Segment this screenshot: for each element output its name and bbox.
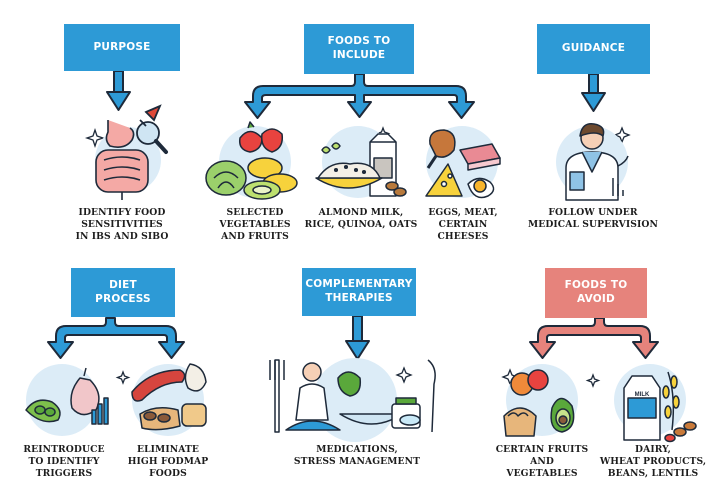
meditation-icon: [269, 358, 436, 442]
foods-to-avoid-header: FOODS TO AVOID: [545, 268, 647, 318]
caption-selected-vegetables: SELECTED VEGETABLES AND FRUITS: [219, 207, 291, 243]
arrow-therapies: [345, 315, 370, 360]
complementary-therapies-header: COMPLEMENTARY THERAPIES: [302, 268, 416, 316]
caption-medications: MEDICATIONS, STRESS MANAGEMENT: [293, 444, 421, 468]
caption-identify-food-sensitivities: IDENTIFY FOOD SENSITIVITIES IN IBS AND S…: [75, 207, 169, 243]
sausage-bread-icon: [131, 363, 207, 436]
doctor-icon: [556, 123, 629, 201]
vegetables-fruits-icon: [205, 121, 298, 200]
caption-eliminate: ELIMINATE HIGH FODMAP FOODS: [127, 444, 209, 480]
milk-wheat-icon: [614, 364, 697, 443]
arrow-foods-avoid: [529, 317, 659, 359]
arrow-diet-process: [47, 317, 185, 359]
fruits-avocado-icon: [503, 364, 578, 437]
milk-carton-label: MILK: [635, 392, 650, 398]
arrow-purpose: [106, 70, 131, 111]
guidance-header: GUIDANCE: [537, 24, 650, 74]
foods-to-include-header: FOODS TO INCLUDE: [304, 24, 414, 74]
magnifier-icon: [136, 104, 168, 154]
caption-dairy-wheat: DAIRY, WHEAT PRODUCTS, BEANS, LENTILS: [599, 444, 707, 480]
arrow-foods-include: [244, 73, 475, 119]
caption-certain-fruits: CERTAIN FRUITS AND VEGETABLES: [495, 444, 589, 480]
diet-process-header: DIET PROCESS: [71, 268, 175, 317]
purpose-header: PURPOSE: [64, 24, 180, 71]
grains-milk-icon: [315, 126, 407, 198]
caption-medical-supervision: FOLLOW UNDER MEDICAL SUPERVISION: [527, 207, 659, 231]
arrow-guidance: [581, 73, 606, 112]
caption-almond-milk: ALMOND MILK, RICE, QUINOA, OATS: [304, 207, 418, 231]
caption-eggs-meat: EGGS, MEAT, CERTAIN CHEESES: [428, 207, 498, 243]
eggs-meat-cheese-icon: [425, 126, 501, 199]
garlic-greens-icon: [25, 364, 109, 436]
caption-reintroduce: REINTRODUCE TO IDENTIFY TRIGGERS: [23, 444, 105, 480]
